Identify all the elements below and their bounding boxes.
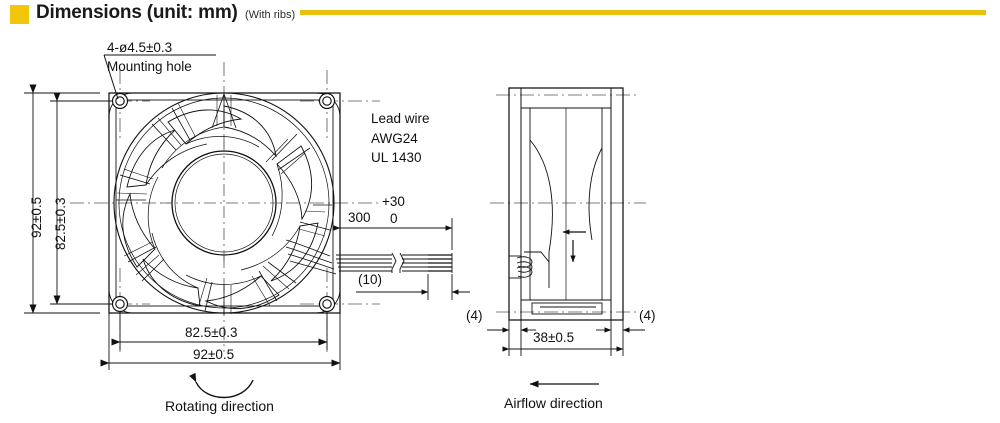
dim-depth-label: 38±0.5 xyxy=(533,330,575,345)
side-view-base-plate xyxy=(531,302,603,315)
side-flange-left-label: (4) xyxy=(466,308,483,323)
header-rule xyxy=(300,10,986,15)
lead-wire-bundle xyxy=(336,252,453,273)
mounting-hole-callout: 4-ø4.5±0.3 xyxy=(107,40,173,55)
impeller-blades xyxy=(116,93,332,315)
page-header: Dimensions (unit: mm) (With ribs) xyxy=(0,0,1000,34)
side-view-inner-profile xyxy=(529,108,603,300)
header-bullet-square xyxy=(10,5,29,24)
side-view-dimensions xyxy=(487,320,645,356)
lead-wire-exit xyxy=(285,239,337,275)
lead-wire-line2: AWG24 xyxy=(371,131,418,146)
dim-width-inner-label: 82.5±0.3 xyxy=(185,325,238,340)
front-view-left-dimensions xyxy=(24,84,112,314)
mounting-holes xyxy=(111,92,336,313)
rotating-direction-arrow xyxy=(189,372,254,399)
dim-width-outer-label: 92±0.5 xyxy=(193,347,235,362)
side-view-wire-exit-coil xyxy=(509,251,550,279)
mounting-hole-leader xyxy=(103,54,216,100)
lead-wire-line3: UL 1430 xyxy=(371,150,422,165)
lead-wire-length-label: 300 xyxy=(348,210,371,225)
mounting-hole-label: Mounting hole xyxy=(107,59,192,74)
lead-wire-strip-dimension xyxy=(356,274,470,300)
page-subtitle: (With ribs) xyxy=(245,9,296,21)
side-view-centerlines xyxy=(490,94,646,313)
front-view-bottom-dimensions xyxy=(100,312,341,370)
rotating-direction-label: Rotating direction xyxy=(165,398,274,414)
lead-wire-strip-label: (10) xyxy=(358,272,383,287)
page-title: Dimensions (unit: mm) xyxy=(36,2,238,23)
airflow-direction-label: Airflow direction xyxy=(504,395,603,411)
side-flange-right-label: (4) xyxy=(639,308,656,323)
side-view-airflow-arrows xyxy=(562,229,586,263)
lead-wire-line1: Lead wire xyxy=(371,111,430,126)
dim-height-outer-label: 92±0.5 xyxy=(29,196,44,238)
lead-wire-tolerance-upper: +30 xyxy=(382,194,405,209)
side-view-frame xyxy=(508,87,624,321)
lead-wire-tolerance-lower: 0 xyxy=(390,211,398,226)
lead-wire-length-dimension xyxy=(333,218,453,250)
dim-height-inner-label: 82.5±0.3 xyxy=(53,197,68,250)
